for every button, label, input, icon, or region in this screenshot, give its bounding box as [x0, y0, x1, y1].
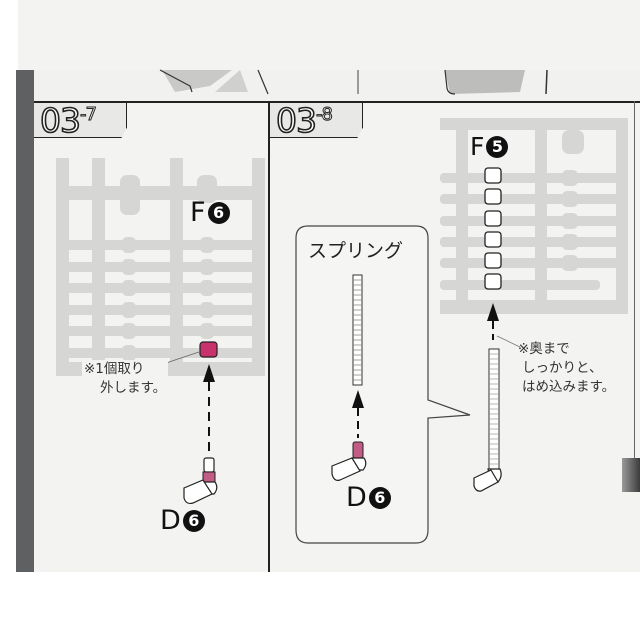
step-frame-top — [34, 101, 640, 103]
page-margin — [0, 0, 18, 572]
removed-part-highlight — [199, 341, 218, 358]
step-number-03-7: 03-7 — [34, 103, 127, 138]
step-divider — [268, 101, 270, 572]
page-index-tab — [622, 458, 640, 492]
page-spine — [16, 70, 34, 572]
previous-step-strip — [34, 70, 640, 102]
removal-note: ※1個取り 外します。 — [82, 360, 169, 398]
step-number-03-8: 03-8 — [270, 103, 363, 138]
page-edge — [634, 101, 635, 461]
insertion-note: ※奥まで しっかりと、 はめ込みます。 — [518, 341, 616, 395]
spring-label: スプリング — [308, 240, 404, 262]
